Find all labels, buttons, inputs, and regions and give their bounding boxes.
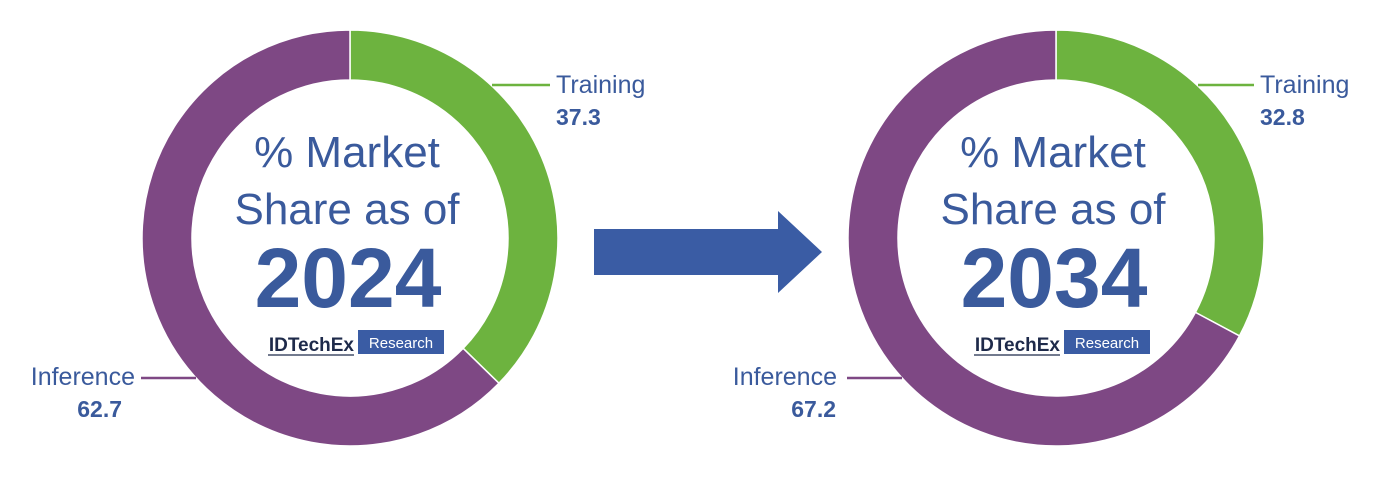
logo-badge-text: Research xyxy=(1075,335,1139,352)
logo-badge-text: Research xyxy=(369,335,433,352)
donut-slice-inference xyxy=(141,29,500,447)
series-label-inference: Inference xyxy=(733,363,837,391)
logo-badge xyxy=(1064,330,1150,354)
logo-wordmark: IDTechEx xyxy=(269,335,355,356)
donut-slice-training xyxy=(349,29,559,385)
data-label-inference: 67.2 xyxy=(791,396,836,422)
idtechex-logo: IDTechEx Research xyxy=(268,330,444,356)
series-label-inference: Inference xyxy=(31,363,135,391)
center-text-line-1: % Market xyxy=(960,128,1146,177)
data-label-training: 37.3 xyxy=(556,104,601,130)
logo-badge xyxy=(358,330,444,354)
logo-wordmark: IDTechEx xyxy=(975,335,1061,356)
center-text-line-2: Share as of xyxy=(940,185,1166,234)
series-label-training: Training xyxy=(1260,71,1349,99)
center-text-line-1: % Market xyxy=(254,128,440,177)
data-label-training: 32.8 xyxy=(1260,104,1305,130)
center-text-line-2: Share as of xyxy=(234,185,460,234)
series-label-training: Training xyxy=(556,71,645,99)
center-year: 2034 xyxy=(961,231,1148,325)
center-year: 2024 xyxy=(255,231,442,325)
donut-slice-inference xyxy=(847,29,1241,447)
data-label-inference: 62.7 xyxy=(77,396,122,422)
right-arrow-icon xyxy=(594,211,822,293)
idtechex-logo: IDTechEx Research xyxy=(974,330,1150,356)
